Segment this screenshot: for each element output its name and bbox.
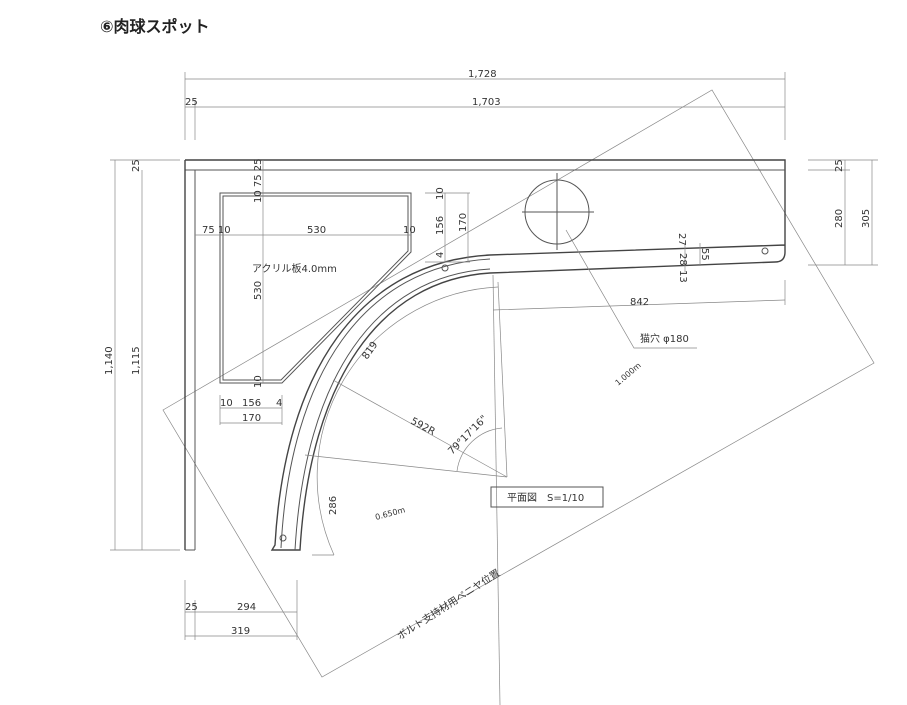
dim-bottom-156: 156 bbox=[242, 398, 261, 409]
dim-280: 280 bbox=[834, 209, 845, 228]
labels: アクリル板4.0mm 猫穴 φ180 1.000m 0.650m ボルト支持材用… bbox=[252, 262, 689, 643]
dim-305: 305 bbox=[861, 209, 872, 228]
dim-bottom-25: 25 bbox=[185, 602, 198, 613]
cat-hole-label: 猫穴 φ180 bbox=[640, 332, 689, 345]
dim-side-4: 4 bbox=[435, 252, 446, 258]
dim-319: 319 bbox=[231, 626, 250, 637]
dim-13: 13 bbox=[677, 270, 688, 283]
dim-10-75-25: 10 75 25 bbox=[253, 158, 264, 203]
bolt-hole bbox=[279, 534, 287, 542]
dim-bottom-4: 4 bbox=[276, 398, 282, 409]
dim-bottom-10: 10 bbox=[220, 398, 233, 409]
dim-side-156: 156 bbox=[435, 216, 446, 235]
dim-left-25: 25 bbox=[131, 159, 142, 172]
main-plate bbox=[184, 159, 786, 551]
dim-inner-width: 1,703 bbox=[472, 97, 501, 108]
bolt-hole bbox=[761, 247, 769, 255]
dim-592r: 592R bbox=[409, 416, 437, 438]
dim-842: 842 bbox=[630, 297, 649, 308]
plan-view-box bbox=[490, 486, 604, 508]
dim-angle: 79°17'16" bbox=[446, 414, 490, 458]
dim-10-vertical: 10 bbox=[253, 375, 264, 388]
cat-hole bbox=[522, 173, 697, 349]
dim-10: 10 bbox=[403, 225, 416, 236]
dim-75-10: 75 10 bbox=[202, 225, 231, 236]
dim-side-170: 170 bbox=[458, 213, 469, 232]
dim-side-10: 10 bbox=[435, 187, 446, 200]
acrylic-plate bbox=[219, 192, 412, 384]
dim-28: 28 bbox=[677, 253, 688, 266]
dim-530: 530 bbox=[307, 225, 326, 236]
dim-bottom-170: 170 bbox=[242, 413, 261, 424]
plywood-position-label: ボルト支持材用ベニヤ位置 bbox=[395, 566, 503, 642]
dim-inner-height: 1,115 bbox=[131, 346, 142, 375]
dim-total-width: 1,728 bbox=[468, 69, 497, 80]
plan-view-label: 平面図 S=1/10 bbox=[507, 492, 584, 504]
dim-25-top: 25 bbox=[185, 97, 198, 108]
dim-294: 294 bbox=[237, 602, 256, 613]
dim-55: 55 bbox=[699, 248, 710, 261]
dim-27: 27 bbox=[676, 233, 687, 246]
bolt-hole bbox=[441, 264, 449, 272]
length-1000-label: 1.000m bbox=[614, 361, 643, 388]
dim-530-vertical: 530 bbox=[253, 281, 264, 300]
dim-286: 286 bbox=[328, 496, 339, 515]
dimension-texts: 1,728 25 1,703 1,140 1,115 25 25 280 305… bbox=[104, 69, 872, 637]
dimension-lines bbox=[110, 72, 878, 705]
dim-right-25: 25 bbox=[834, 159, 845, 172]
acrylic-label: アクリル板4.0mm bbox=[252, 262, 337, 275]
length-650-label: 0.650m bbox=[374, 505, 406, 522]
drawing-title: ⑥肉球スポット bbox=[100, 17, 210, 36]
dim-total-height: 1,140 bbox=[104, 346, 115, 375]
